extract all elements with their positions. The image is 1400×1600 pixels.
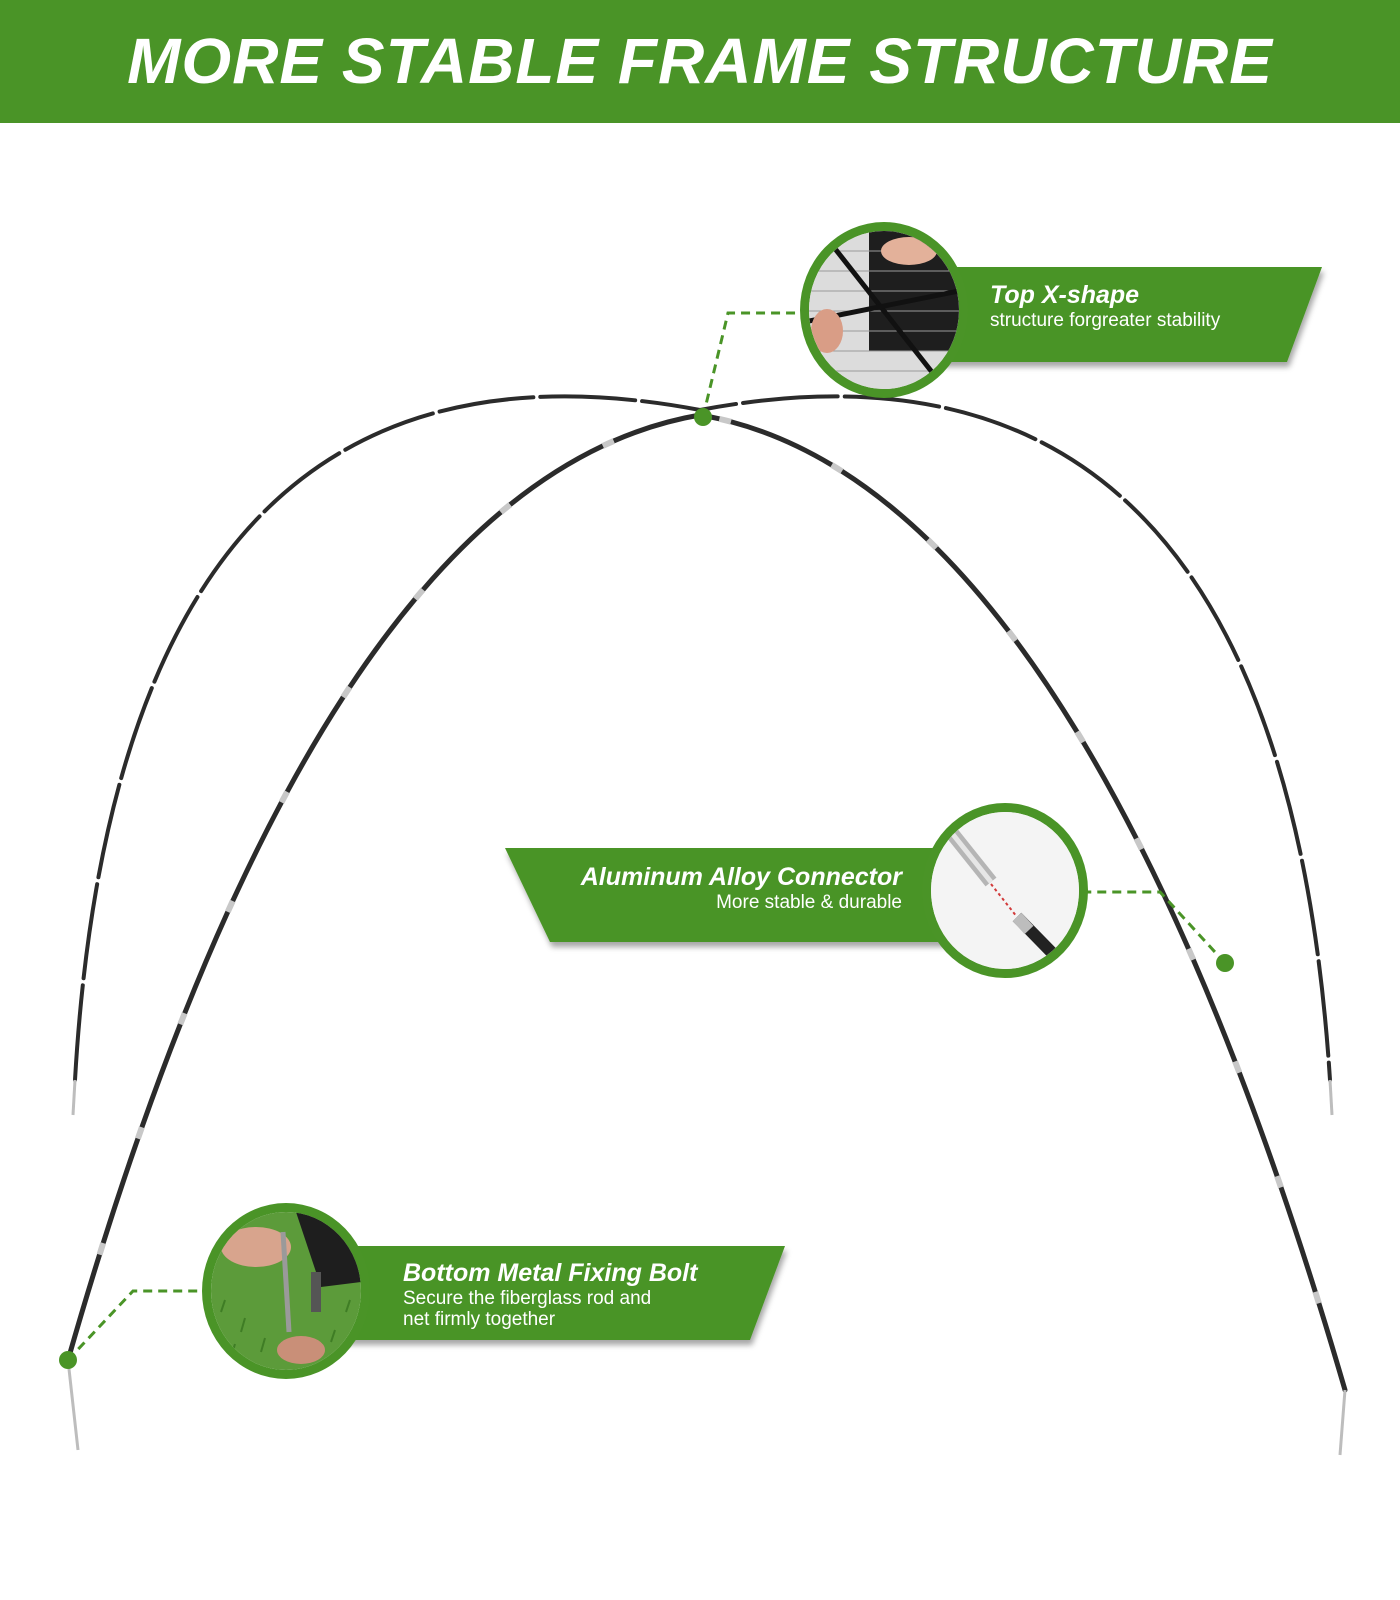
bottom-bolt-title: Bottom Metal Fixing Bolt (403, 1259, 698, 1287)
connector-title: Aluminum Alloy Connector (580, 863, 902, 891)
bottom-bolt-photo (202, 1203, 370, 1379)
top-x-shape-photo (800, 222, 968, 398)
bottom-ribbon (330, 1246, 785, 1340)
outer-arch-rod (73, 394, 1332, 1082)
top-ribbon (930, 267, 1322, 362)
stake-tips (66, 1079, 1347, 1456)
top-x-shape-title: Top X-shape (990, 281, 1140, 309)
connector-photo (922, 803, 1088, 978)
top-x-shape-text: Top X-shape structure forgreater stabili… (990, 280, 1220, 331)
connector-dot (1216, 954, 1234, 972)
connector-text: Aluminum Alloy Connector More stable & d… (520, 862, 902, 913)
bottom-bolt-desc-line2: net firmly together (403, 1309, 556, 1330)
leader-lines (66, 311, 1227, 1362)
bottom-bolt-text: Bottom Metal Fixing Bolt Secure the fibe… (403, 1258, 697, 1330)
bottom-bolt-desc-line1: Secure the fiberglass rod and (403, 1288, 652, 1309)
connector-desc: More stable & durable (716, 892, 902, 913)
header-banner: MORE STABLE FRAME STRUCTURE (0, 0, 1400, 123)
connector-ribbon (505, 848, 960, 942)
top-joint-dot (694, 408, 712, 426)
top-x-shape-desc: structure forgreater stability (990, 310, 1221, 331)
bottom-bolt-dot (59, 1351, 77, 1369)
page-title: MORE STABLE FRAME STRUCTURE (127, 25, 1273, 97)
